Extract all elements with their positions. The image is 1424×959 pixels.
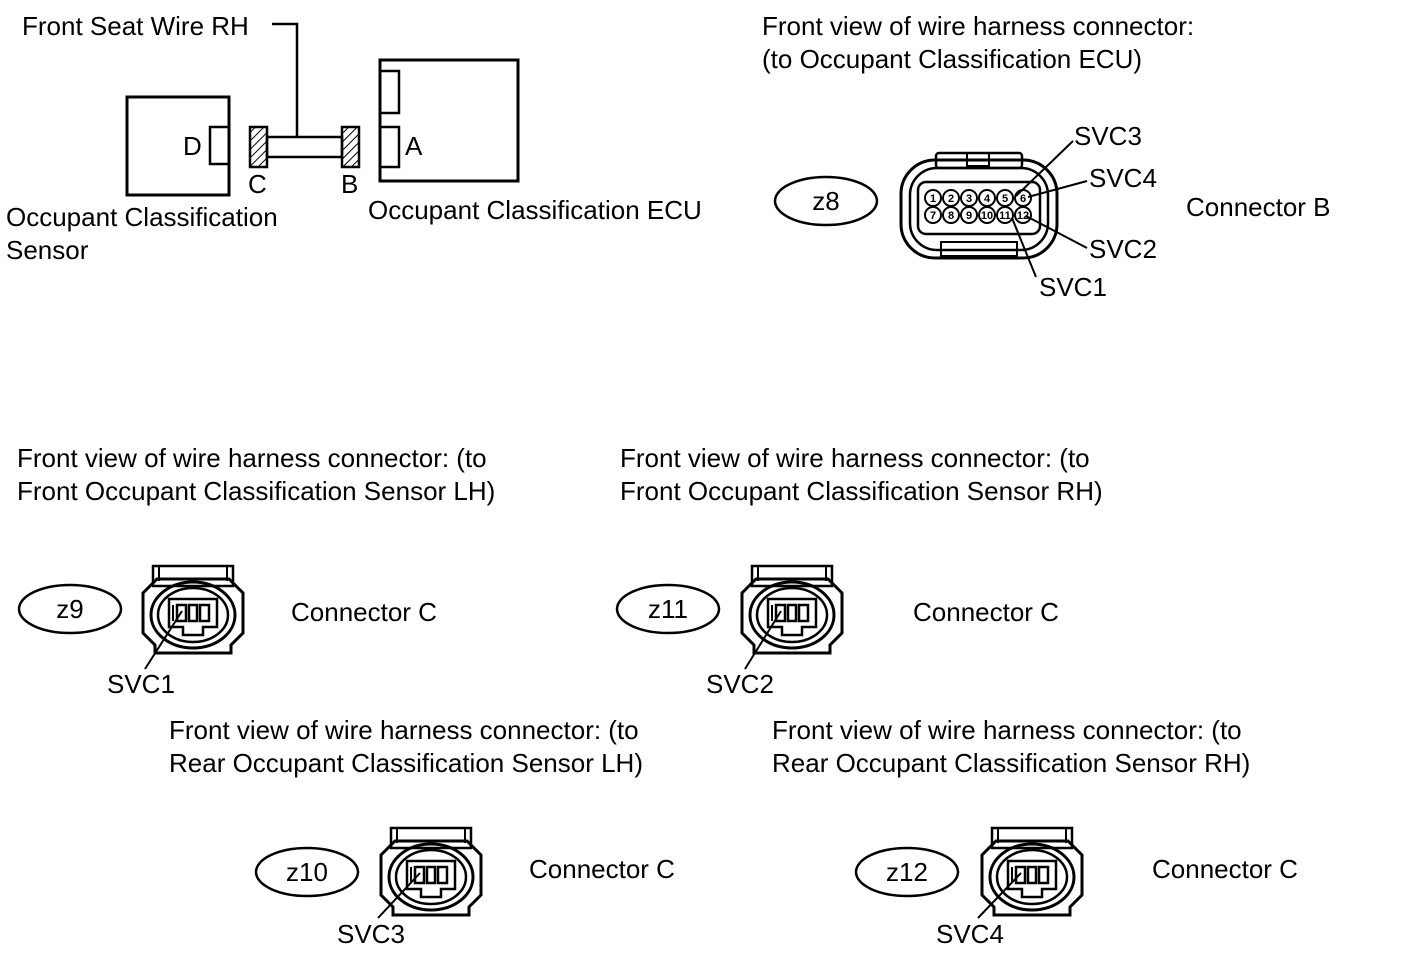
ecu-label: Occupant Classification ECU xyxy=(368,195,702,225)
sensor-label-line2: Sensor xyxy=(6,235,89,265)
svc4-callout: SVC4 xyxy=(1089,163,1157,193)
ecu-connector-code-oval xyxy=(773,175,879,227)
pin-circle xyxy=(942,206,960,224)
connector-a-shape xyxy=(378,125,401,169)
svc2-leader xyxy=(1025,215,1088,249)
wiring-overview: Front Seat Wire RH D C B A Occupant Clas… xyxy=(6,11,702,265)
front-rh-heading-line1: Front view of wire harness connector: (t… xyxy=(620,443,1090,473)
connector-b-symbol xyxy=(899,151,1059,260)
connector-b-name: Connector B xyxy=(1186,192,1331,222)
wire-leader-line xyxy=(272,22,299,137)
front-rh-heading-line2: Front Occupant Classification Sensor RH) xyxy=(620,476,1103,506)
ecu-connector-upper xyxy=(378,69,401,115)
svc3-leader xyxy=(1015,140,1074,197)
rear-rh-pin-label: SVC4 xyxy=(936,919,1004,949)
ecu-connector-code: z8 xyxy=(812,186,839,216)
ecu-connector-heading-line1: Front view of wire harness connector: xyxy=(762,11,1194,41)
sensor-connector-rear-lh: Front view of wire harness connector: (t… xyxy=(169,715,675,949)
rear-rh-code-oval xyxy=(854,846,960,898)
svc4-leader xyxy=(1027,180,1088,198)
rear-rh-connector-name: Connector C xyxy=(1152,854,1298,884)
pin-number: 2 xyxy=(948,193,954,205)
rear-rh-code: z12 xyxy=(886,857,928,887)
svc1-callout: SVC1 xyxy=(1039,272,1107,302)
ecu-connector-heading-line2: (to Occupant Classification ECU) xyxy=(762,44,1142,74)
pin-number: 11 xyxy=(999,210,1011,222)
pin-number: 12 xyxy=(1017,210,1029,222)
pin-number: 10 xyxy=(981,210,993,222)
connector-c-letter: C xyxy=(248,169,267,199)
front-rh-code: z11 xyxy=(648,594,688,624)
sensor-label-line1: Occupant Classification xyxy=(6,202,278,232)
front-rh-connector-symbol xyxy=(740,564,844,655)
rear-rh-heading-line2: Rear Occupant Classification Sensor RH) xyxy=(772,748,1250,778)
rear-lh-pin-label: SVC3 xyxy=(337,919,405,949)
pin-number: 9 xyxy=(966,210,972,222)
sensor-connector-rear-rh: Front view of wire harness connector: (t… xyxy=(772,715,1298,949)
ecu-connector-panel: Front view of wire harness connector: (t… xyxy=(762,11,1331,302)
connector-a-letter: A xyxy=(405,131,423,161)
pin-number: 4 xyxy=(984,193,991,205)
pin-number: 1 xyxy=(930,193,936,205)
front-lh-code: z9 xyxy=(56,594,83,624)
rear-lh-code-oval xyxy=(254,846,360,898)
rear-lh-heading-line1: Front view of wire harness connector: (t… xyxy=(169,715,639,745)
pin-number: 3 xyxy=(966,193,972,205)
pin-circle xyxy=(960,206,978,224)
svc2-callout: SVC2 xyxy=(1089,234,1157,264)
connector-b-letter: B xyxy=(341,169,358,199)
pin-circle xyxy=(978,206,996,224)
rear-lh-pin-leader xyxy=(377,872,421,919)
harness-wire xyxy=(265,135,344,159)
pin-circle xyxy=(924,206,942,224)
pin-number: 6 xyxy=(1020,193,1026,205)
front-seat-wire-label: Front Seat Wire RH xyxy=(22,11,249,41)
sensor-box xyxy=(125,95,231,197)
front-lh-heading-line2: Front Occupant Classification Sensor LH) xyxy=(17,476,495,506)
front-rh-pin-leader xyxy=(744,610,782,670)
rear-lh-heading-line2: Rear Occupant Classification Sensor LH) xyxy=(169,748,643,778)
front-lh-heading-line1: Front view of wire harness connector: (t… xyxy=(17,443,487,473)
front-lh-connector-symbol xyxy=(141,564,245,655)
connector-c-plug xyxy=(248,125,269,169)
rear-lh-connector-symbol xyxy=(379,826,483,917)
pin-number: 5 xyxy=(1002,193,1008,205)
pin-circle xyxy=(996,206,1014,224)
ecu-box xyxy=(378,58,520,183)
pin-circle xyxy=(1014,206,1032,224)
connector-d-shape xyxy=(208,125,231,166)
connector-d-letter: D xyxy=(183,131,202,161)
rear-rh-heading-line1: Front view of wire harness connector: (t… xyxy=(772,715,1242,745)
rear-lh-connector-name: Connector C xyxy=(529,854,675,884)
pin-number: 8 xyxy=(948,210,954,222)
pin-number: 7 xyxy=(930,210,936,222)
front-rh-code-oval xyxy=(615,583,721,635)
front-lh-code-oval xyxy=(17,583,123,635)
front-lh-pin-label: SVC1 xyxy=(107,669,175,699)
sensor-connector-front-lh: Front view of wire harness connector: (t… xyxy=(17,443,495,699)
front-lh-pin-leader xyxy=(144,610,183,670)
front-lh-connector-name: Connector C xyxy=(291,597,437,627)
front-rh-connector-name: Connector C xyxy=(913,597,1059,627)
svc3-callout: SVC3 xyxy=(1074,121,1142,151)
rear-rh-pin-leader xyxy=(977,872,1022,919)
sensor-connector-front-rh: Front view of wire harness connector: (t… xyxy=(615,443,1103,699)
svc1-leader xyxy=(1011,217,1037,278)
connector-b-plug xyxy=(340,125,361,169)
rear-rh-connector-symbol xyxy=(980,826,1084,917)
front-rh-pin-label: SVC2 xyxy=(706,669,774,699)
rear-lh-code: z10 xyxy=(286,857,328,887)
